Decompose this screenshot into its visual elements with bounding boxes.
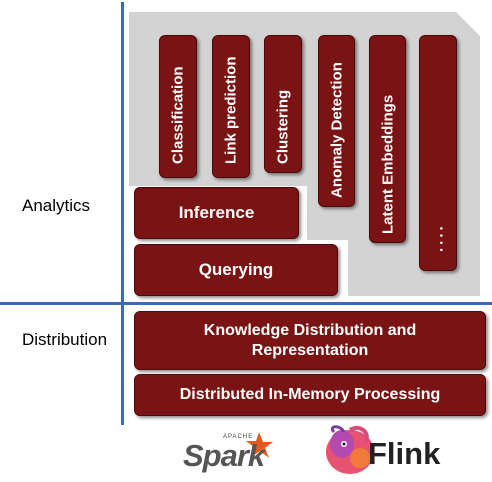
spark-wordmark: Spark: [183, 438, 265, 473]
in-memory-processing-box: Distributed In-Memory Processing: [134, 374, 486, 416]
latent-embeddings-label: Latent Embeddings: [379, 94, 396, 234]
anomaly-detection-label: Anomaly Detection: [328, 62, 345, 198]
link-prediction-label: Link prediction: [222, 56, 240, 164]
classification-box: Classification: [159, 35, 197, 178]
flink-logo: Flink: [320, 422, 460, 478]
classification-label: Classification: [169, 66, 187, 164]
spark-star-icon: [246, 432, 273, 458]
clustering-box: Clustering: [264, 35, 302, 173]
spark-logo: APACHE Spark: [183, 428, 283, 478]
knowledge-distribution-box: Knowledge Distribution and Representatio…: [134, 311, 486, 370]
querying-box: Querying: [134, 244, 338, 296]
latent-embeddings-box: Latent Embeddings: [369, 35, 406, 243]
analytics-row-label: Analytics: [22, 196, 91, 215]
distribution-row-label: Distribution: [22, 330, 108, 349]
vertical-divider: [121, 2, 124, 425]
inference-box: Inference: [134, 187, 299, 239]
more-tasks-label: ....: [429, 223, 447, 252]
clustering-label: Clustering: [274, 89, 292, 164]
horizontal-divider: [0, 302, 492, 305]
flink-wordmark: Flink: [368, 436, 441, 471]
anomaly-detection-box: Anomaly Detection: [318, 35, 355, 207]
more-tasks-box: ....: [419, 35, 457, 271]
spark-apache-text: APACHE: [223, 434, 254, 440]
link-prediction-box: Link prediction: [212, 35, 250, 178]
flink-squirrel-icon: [326, 425, 374, 474]
